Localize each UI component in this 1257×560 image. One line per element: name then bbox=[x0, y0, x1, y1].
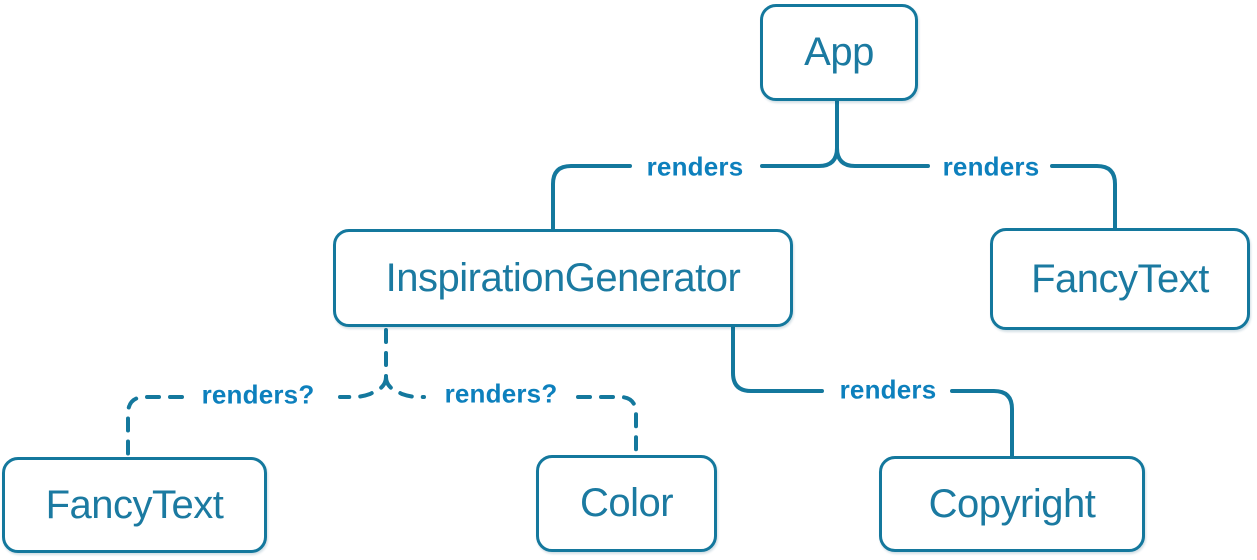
edge-label-renders-copyright: renders bbox=[839, 374, 937, 405]
edge-label-renders-optional-right: renders? bbox=[444, 378, 558, 409]
node-fancytext-bottom-label: FancyText bbox=[45, 482, 224, 527]
node-fancytext-top: FancyText bbox=[990, 228, 1250, 330]
node-fancytext-bottom: FancyText bbox=[2, 457, 267, 553]
node-color: Color bbox=[536, 455, 717, 552]
node-inspiration-generator: InspirationGenerator bbox=[333, 229, 793, 327]
edge-label-renders-right: renders bbox=[942, 151, 1040, 182]
edge-label-renders-left: renders bbox=[646, 151, 744, 182]
node-app-label: App bbox=[804, 30, 874, 74]
edge-label-renders-optional-left: renders? bbox=[201, 379, 315, 410]
node-copyright: Copyright bbox=[879, 456, 1145, 552]
node-fancytext-top-label: FancyText bbox=[1031, 256, 1209, 301]
node-app: App bbox=[760, 4, 918, 101]
node-copyright-label: Copyright bbox=[928, 481, 1096, 526]
node-inspiration-generator-label: InspirationGenerator bbox=[385, 255, 741, 300]
node-color-label: Color bbox=[579, 481, 674, 525]
